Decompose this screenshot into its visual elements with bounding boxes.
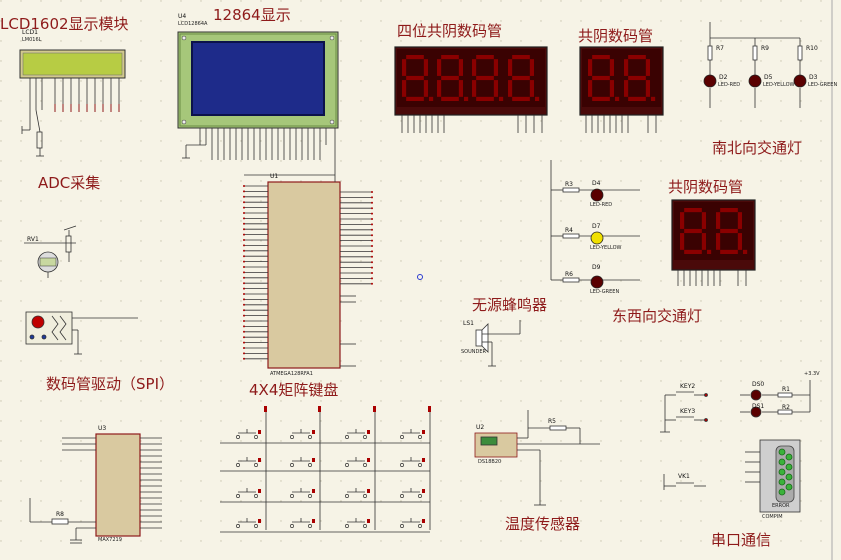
title-ns-traffic: 南北向交通灯 [712,139,803,157]
keypad-key[interactable] [345,457,370,467]
keypad-key[interactable] [290,488,315,498]
keypad-4x4[interactable] [220,406,431,533]
ns-d2-color: LED-YELLOW [763,82,795,88]
ns-r2-ref: R9 [761,45,769,52]
ns-r3-ref: R10 [806,45,818,52]
seven-segment-digit [402,55,434,101]
seven-segment-2digit-right[interactable] [671,199,756,286]
key2-ref: KEY2 [680,383,696,390]
keypad-key[interactable] [290,429,315,439]
adc-potentiometer[interactable] [24,225,77,278]
ls1-part: SOUNDER [461,349,486,355]
key-inputs[interactable] [660,391,708,490]
lcd1602-ref: LCD1 [22,29,38,36]
title-seg4: 四位共阴数码管 [397,22,503,40]
seven-segment-2digit-top[interactable] [579,46,664,133]
keypad-key[interactable] [345,518,370,528]
keypad-key[interactable] [400,488,425,498]
cursor-marker [417,274,423,280]
u4-ref: U4 [178,13,187,20]
seven-segment-digit [472,55,504,101]
r5-ref: R5 [548,418,556,425]
u1-ref: U1 [270,173,279,180]
ds0-ref: DS0 [752,381,765,388]
serial-port-compim[interactable] [745,439,801,513]
u2-ref: U2 [476,424,485,431]
ew-r2-ref: R4 [565,227,573,234]
max7219-u3[interactable] [29,433,162,544]
status-leds[interactable] [740,380,811,418]
ew-r1-ref: R3 [565,181,573,188]
lcd1602-module[interactable] [19,49,126,157]
u2-part: DS18B20 [478,459,502,465]
r1-ref: R1 [782,386,790,393]
keypad-key[interactable] [400,518,425,528]
seven-segment-digit [508,55,540,101]
keypad-key[interactable] [345,488,370,498]
ns-d2-ref: D5 [764,74,773,81]
ds18b20-u2[interactable] [474,410,600,506]
keypad-key[interactable] [290,518,315,528]
toggle-switch-block[interactable] [25,311,138,355]
title-lcd12864: 12864显示 [213,6,291,24]
keypad-key[interactable] [236,518,261,528]
u1-part: ATMEGA128RFA1 [270,371,313,377]
keypad-key[interactable] [400,429,425,439]
keypad-key[interactable] [236,488,261,498]
ls1-ref: LS1 [463,320,474,327]
seven-segment-digit [680,208,712,254]
buzzer-ls1[interactable] [475,320,521,367]
u3-ref: U3 [98,425,107,432]
title-uart: 串口通信 [711,531,772,549]
vk1-ref: VK1 [678,473,690,480]
compim-part: COMPIM [762,514,783,520]
rv1-ref: RV1 [27,236,39,243]
mcu-u1[interactable] [243,170,373,369]
title-temp: 温度传感器 [505,515,581,533]
traffic-light-ns[interactable] [703,22,807,108]
keypad-key[interactable] [236,429,261,439]
title-adc: ADC采集 [38,174,101,192]
ew-d1-ref: D4 [592,180,601,187]
seven-segment-4digit[interactable] [394,46,548,133]
title-buzzer: 无源蜂鸣器 [472,296,548,314]
ns-d3-color: LED-GREEN [808,82,838,88]
keypad-key[interactable] [290,457,315,467]
title-ew-traffic: 东西向交通灯 [612,307,703,325]
lcd12864-module[interactable] [177,31,339,170]
keypad-key[interactable] [236,457,261,467]
ew-d1-color: LED-RED [590,202,613,208]
u3-part: MAX7219 [98,537,122,543]
title-lcd1602: LCD1602显示模块 [0,15,129,33]
traffic-light-ew[interactable] [550,160,640,289]
title-seg2-top: 共阴数码管 [578,27,654,45]
key3-ref: KEY3 [680,408,696,415]
ds1-ref: DS1 [752,403,765,410]
r2-ref: R2 [782,404,790,411]
title-seg2-right: 共阴数码管 [668,178,744,196]
keypad-key[interactable] [400,457,425,467]
title-keypad: 4X4矩阵键盘 [249,381,339,399]
lcd1602-part: LM016L [22,37,42,43]
keypad-key[interactable] [345,429,370,439]
compim-error: ERROR [772,503,790,509]
ew-r3-ref: R6 [565,271,573,278]
u4-part: LCD12864A [178,21,208,27]
seven-segment-digit [624,55,656,101]
r8-ref: R8 [56,511,64,518]
seven-segment-digit [437,55,469,101]
ew-d3-color: LED-GREEN [590,289,620,295]
ew-d2-ref: D7 [592,223,601,230]
ns-d3-ref: D3 [809,74,818,81]
ns-r1-ref: R7 [716,45,724,52]
title-spi: 数码管驱动（SPI） [46,375,174,393]
supply-label: +3.3V [804,371,820,377]
seven-segment-digit [716,208,748,254]
ew-d2-color: LED-YELLOW [590,245,622,251]
ew-d3-ref: D9 [592,264,601,271]
ns-d1-ref: D2 [719,74,728,81]
seven-segment-digit [588,55,620,101]
ns-d1-color: LED-RED [718,82,741,88]
